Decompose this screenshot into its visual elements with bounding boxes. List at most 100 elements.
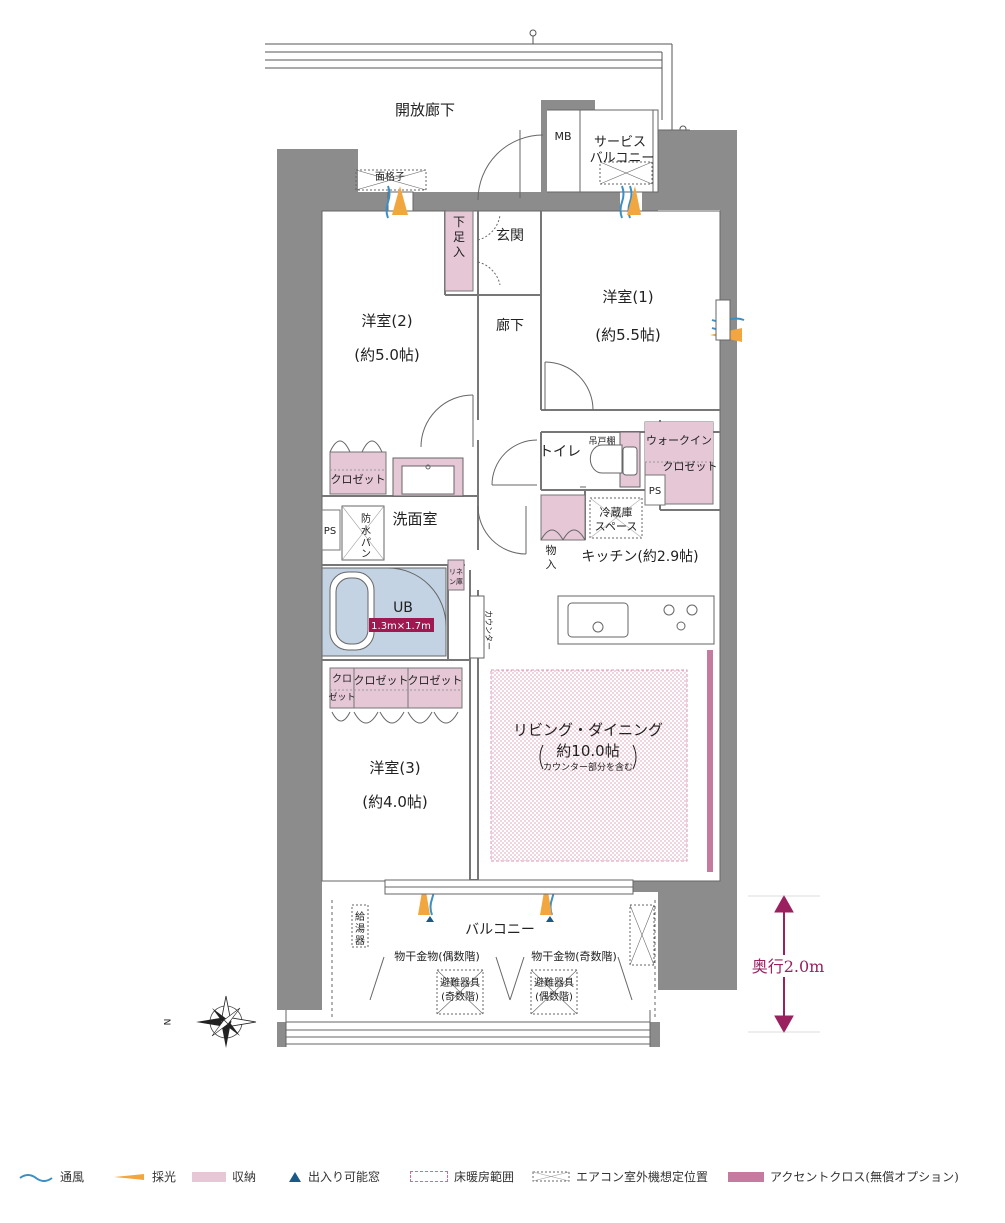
room3-closet-doors xyxy=(331,711,459,724)
waterproof-pan-label-1: 防 xyxy=(361,512,371,525)
ub-label: UB xyxy=(393,600,413,616)
water-heater-label-2: 湯 xyxy=(355,922,365,935)
mb-label: MB xyxy=(554,130,571,143)
legend: 通風 採光 収納 出入り可能窓 床暖房範囲 エアコン室外機想定位置 アクセントク… xyxy=(0,1160,1005,1190)
living-label: リビング・ダイニング xyxy=(513,721,663,739)
room2-label: 洋室(2) xyxy=(361,312,412,330)
ac-outdoor-icon xyxy=(532,1171,570,1182)
legend-storage: 収納 xyxy=(192,1168,256,1185)
wash-basin xyxy=(392,457,464,497)
legend-ac-outdoor-label: エアコン室外機想定位置 xyxy=(576,1170,709,1184)
legend-floor-heating-label: 床暖房範囲 xyxy=(454,1170,515,1184)
exit-window-icon xyxy=(289,1171,301,1182)
linen-storage xyxy=(447,559,465,591)
room1-label: 洋室(1) xyxy=(602,288,653,306)
legend-exit-window: 出入り可能窓 xyxy=(288,1168,380,1185)
ps-east-label: PS xyxy=(649,486,661,497)
floor-heating-swatch xyxy=(410,1171,448,1182)
south-windows xyxy=(384,879,634,895)
linen-label-1: リネ xyxy=(449,568,463,576)
ps-west-label: PS xyxy=(324,526,336,537)
room1-size: (約5.5帖) xyxy=(595,326,661,344)
escape-hatch-1-note: (奇数階) xyxy=(441,990,479,1003)
legend-floor-heating: 床暖房範囲 xyxy=(410,1168,514,1185)
legend-storage-label: 収納 xyxy=(232,1170,257,1184)
ub-size-label: 1.3m×1.7m xyxy=(371,621,431,632)
service-balcony xyxy=(579,109,690,193)
room3-closet-a-label-1: クロ xyxy=(332,673,352,685)
walkin-closet-label-1: ウォークイン xyxy=(646,434,712,447)
living-size: 約10.0帖 xyxy=(556,742,619,760)
service-balcony-label-2: バルコニー xyxy=(590,151,655,166)
entrance-label: 玄関 xyxy=(496,227,524,244)
room3-closet-b xyxy=(353,667,409,709)
laundry-even-label: 物干金物(偶数階) xyxy=(394,949,480,963)
ps-west xyxy=(321,509,341,551)
room2-closet-doors xyxy=(329,440,383,453)
hallway-label: 廊下 xyxy=(496,317,524,334)
legend-lighting-label: 採光 xyxy=(152,1170,177,1184)
small-storage-label-1: 物 xyxy=(546,543,557,557)
small-storage-label-2: 入 xyxy=(546,558,557,571)
compass-north-label: N xyxy=(161,1019,171,1026)
shoe-storage xyxy=(444,210,474,292)
room3-closet-a xyxy=(329,667,355,709)
legend-ventilation: 通風 xyxy=(18,1168,84,1185)
counter-panel xyxy=(469,595,485,659)
room2-size: (約5.0帖) xyxy=(354,346,420,364)
water-heater-label-3: 器 xyxy=(355,935,365,947)
room1-door xyxy=(544,361,594,411)
waterproof-pan-label-3: パ xyxy=(361,537,371,549)
room3-closet-c-label: クロゼット xyxy=(408,674,463,687)
ps-east xyxy=(644,474,666,506)
kitchen-label: キッチン(約2.9帖) xyxy=(581,549,698,565)
accent-cloth-swatch xyxy=(728,1171,764,1182)
toilet-shelf-label: 吊戸棚 xyxy=(588,435,615,447)
grille-label: 面格子 xyxy=(375,170,405,183)
legend-lighting: 採光 xyxy=(112,1168,176,1185)
open-corridor-label: 開放廊下 xyxy=(395,101,455,119)
linen-label-2: ン庫 xyxy=(449,577,463,586)
room3-closet-c xyxy=(407,667,463,709)
legend-accent-cloth-label: アクセントクロス(無償オプション) xyxy=(770,1170,959,1184)
washroom-label: 洗面室 xyxy=(392,510,437,528)
escape-hatch-1-label: 避難器具 xyxy=(440,976,480,989)
lighting-icon xyxy=(114,1173,144,1180)
room3-closet-a-label-2: ゼット xyxy=(328,691,355,703)
legend-ac-outdoor: エアコン室外機想定位置 xyxy=(532,1168,708,1185)
open-corridor-railing xyxy=(265,29,687,133)
shoe-storage-label-3: 入 xyxy=(453,245,465,259)
escape-hatch-2-label: 避難器具 xyxy=(534,976,574,989)
waterproof-pan-label-4: ン xyxy=(361,549,371,560)
small-storage xyxy=(540,494,586,541)
toilet-fixture xyxy=(580,431,641,488)
kitchen-counter xyxy=(557,595,715,645)
depth-label: 奥行2.0m xyxy=(752,957,825,976)
fridge-label-1: 冷蔵庫 xyxy=(600,505,633,519)
balcony xyxy=(285,900,656,1047)
legend-accent-cloth: アクセントクロス(無償オプション) xyxy=(728,1168,959,1185)
room2-closet-label: クロゼット xyxy=(331,473,386,486)
waterproof-pan-label-2: 水 xyxy=(361,525,371,537)
room2-closet xyxy=(329,451,387,495)
counter-label: カウンター xyxy=(484,610,493,650)
washroom-door xyxy=(477,505,527,555)
legend-ventilation-label: 通風 xyxy=(60,1170,85,1184)
ventilation-icon xyxy=(19,1173,53,1182)
service-balcony-label: サービス xyxy=(594,135,646,150)
compass-icon xyxy=(196,995,257,1048)
room3-closet-b-label: クロゼット xyxy=(354,674,409,687)
living-note: カウンター部分を含む xyxy=(543,761,633,773)
small-storage-door xyxy=(540,529,586,541)
laundry-odd-label: 物干金物(奇数階) xyxy=(531,949,617,963)
accent-cloth-wall xyxy=(707,650,713,872)
shoe-storage-label-2: 足 xyxy=(453,230,465,244)
floor-heating-area xyxy=(490,669,688,862)
toilet-door xyxy=(491,439,538,486)
exit-window-markers xyxy=(426,916,554,922)
toilet-label: トイレ xyxy=(539,444,581,460)
storage-swatch xyxy=(192,1171,226,1182)
balcony-label: バルコニー xyxy=(465,922,535,938)
room2-door xyxy=(420,394,474,448)
